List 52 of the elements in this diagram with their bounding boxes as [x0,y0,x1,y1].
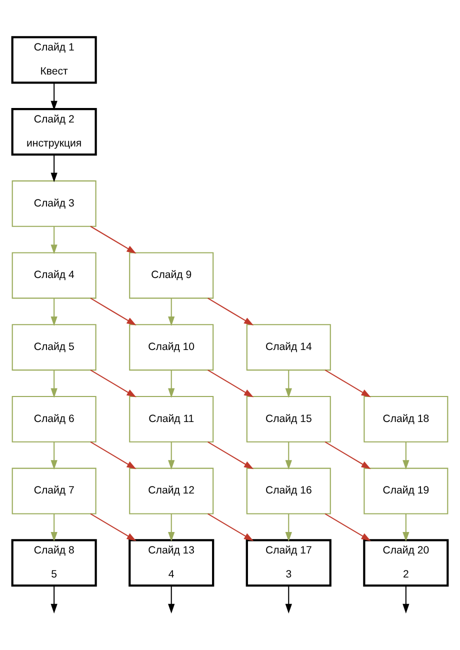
arrow [402,442,410,470]
node-box: Слайд 4 [12,252,96,299]
arrow [208,298,254,326]
node-box: Слайд 6 [12,396,96,442]
arrow [50,298,58,326]
node-box: Слайд 12 [129,468,214,514]
arrow [50,226,58,254]
arrow [208,370,254,398]
node-box: Слайд 11 [129,396,214,442]
node-box: Слайд 17 3 [246,539,332,587]
arrow [208,441,254,470]
arrow [50,586,58,614]
arrow [324,441,371,470]
arrow [168,370,175,398]
node-box: Слайд 14 [246,324,331,371]
arrow [324,370,371,398]
arrow [168,514,175,542]
node-box: Слайд 10 [129,324,214,371]
node-box: Слайд 13 4 [128,539,214,587]
arrow [168,442,175,470]
node-box: Слайд 1 Квест [11,36,97,84]
arrow [90,226,136,254]
node-box: Слайд 8 5 [11,539,97,587]
node-box: Слайд 20 2 [363,539,449,587]
arrow [50,154,58,182]
node-box: Слайд 3 [12,180,96,227]
arrow [324,513,371,541]
node-box: Слайд 9 [129,252,214,299]
node-box: Слайд 16 [246,468,331,514]
arrow [90,298,136,326]
arrow [90,370,136,398]
arrow [50,82,58,110]
arrow [402,514,410,542]
arrow [50,514,58,542]
node-box: Слайд 2 инструкция [11,108,97,156]
arrow [90,513,136,541]
arrow [285,586,292,614]
arrow [168,298,175,326]
arrow [50,442,58,470]
node-box: Слайд 7 [12,468,96,514]
node-box: Слайд 15 [246,396,331,442]
node-box: Слайд 5 [12,324,96,371]
arrow [90,441,136,470]
node-box: Слайд 18 [364,396,448,442]
arrow [168,586,175,614]
arrow [285,370,292,398]
arrow [208,513,254,541]
node-box: Слайд 19 [364,468,448,514]
arrow [285,442,292,470]
arrow [402,586,410,614]
arrow [50,370,58,398]
arrow [285,514,292,542]
